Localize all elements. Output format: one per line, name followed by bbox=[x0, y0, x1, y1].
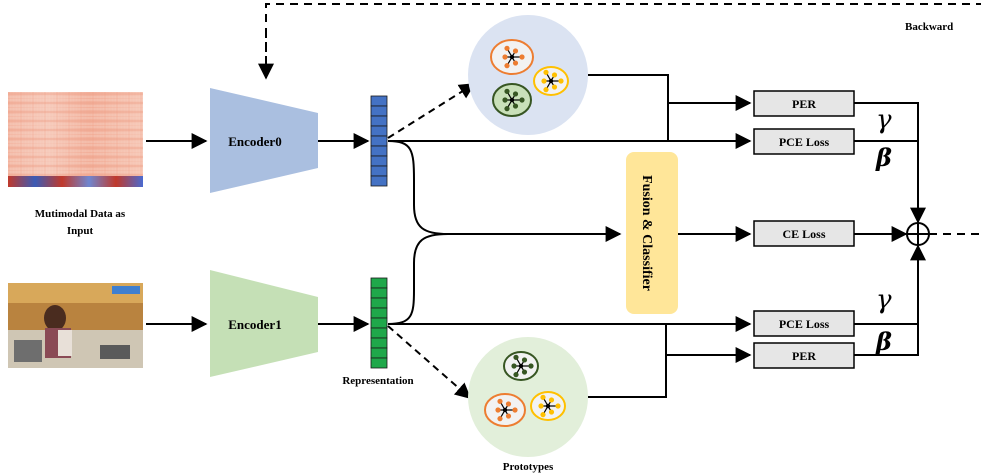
cluster-orange-bottom bbox=[484, 393, 526, 427]
cooking-video-frame-image bbox=[8, 283, 143, 368]
audio-spectrogram-image bbox=[8, 92, 143, 187]
representation-label: Representation bbox=[342, 375, 413, 387]
encoder1-label: Encoder1 bbox=[228, 317, 281, 332]
gamma-top-label: γ bbox=[876, 105, 892, 135]
pce-loss-top-label: PCE Loss bbox=[779, 135, 830, 149]
representation-vector-green bbox=[370, 277, 388, 369]
prototypes-label: Prototypes bbox=[503, 461, 554, 473]
backward-path bbox=[258, 3, 981, 80]
representation-cell bbox=[370, 165, 388, 177]
representation-vector-blue bbox=[370, 95, 388, 187]
representation-cell bbox=[370, 125, 388, 137]
representation-cell bbox=[370, 155, 388, 167]
fusion-classifier-box bbox=[626, 152, 678, 314]
cluster-yellow-bottom bbox=[530, 391, 566, 421]
cluster-orange-top bbox=[490, 39, 534, 75]
representation-cell bbox=[370, 317, 388, 329]
representation-cell bbox=[370, 347, 388, 359]
cluster-green-bottom bbox=[503, 351, 539, 381]
encoder0-label: Encoder0 bbox=[228, 134, 281, 149]
representation-cell bbox=[370, 135, 388, 147]
representation-cell bbox=[370, 145, 388, 157]
fusion-merge-curves bbox=[387, 140, 622, 325]
per-bottom-label: PER bbox=[792, 349, 816, 363]
per-top-label: PER bbox=[792, 97, 816, 111]
representation-cell bbox=[370, 337, 388, 349]
representation-cell bbox=[370, 327, 388, 339]
representation-cell bbox=[370, 175, 388, 187]
fusion-classifier-label: Fusion & Classifier bbox=[639, 175, 654, 291]
representation-cell bbox=[370, 115, 388, 127]
encoder1-shape bbox=[210, 270, 318, 377]
representation-cell bbox=[370, 287, 388, 299]
beta-top-label: β bbox=[875, 143, 892, 172]
circled-plus-icon bbox=[906, 222, 930, 246]
cluster-yellow-top bbox=[533, 66, 569, 96]
input-label-line1: Mutimodal Data as bbox=[35, 208, 126, 220]
prototypes-bottom-circle bbox=[468, 337, 588, 457]
ce-loss-box bbox=[753, 220, 855, 247]
input-label-line2: Input bbox=[67, 225, 94, 237]
ce-loss-label: CE Loss bbox=[782, 227, 825, 241]
sum-connectors bbox=[854, 102, 926, 356]
pce-loss-bottom-label: PCE Loss bbox=[779, 317, 830, 331]
loss-connectors bbox=[388, 74, 752, 398]
representation-cell bbox=[370, 357, 388, 369]
representation-cell bbox=[370, 105, 388, 117]
beta-bottom-label: β bbox=[875, 327, 892, 356]
rep0-to-prototypes-arrow bbox=[387, 83, 476, 139]
rep1-to-prototypes-arrow bbox=[387, 325, 472, 400]
encoder0-shape bbox=[210, 88, 318, 193]
cluster-green-top bbox=[492, 83, 532, 117]
representation-cell bbox=[370, 277, 388, 289]
representation-cell bbox=[370, 307, 388, 319]
backward-label: Backward bbox=[905, 21, 953, 33]
representation-cell bbox=[370, 95, 388, 107]
per-bottom-box bbox=[753, 342, 855, 369]
prototypes-top-circle bbox=[468, 15, 588, 135]
gamma-bottom-label: γ bbox=[876, 285, 892, 315]
representation-cell bbox=[370, 297, 388, 309]
per-top-box bbox=[753, 90, 855, 117]
